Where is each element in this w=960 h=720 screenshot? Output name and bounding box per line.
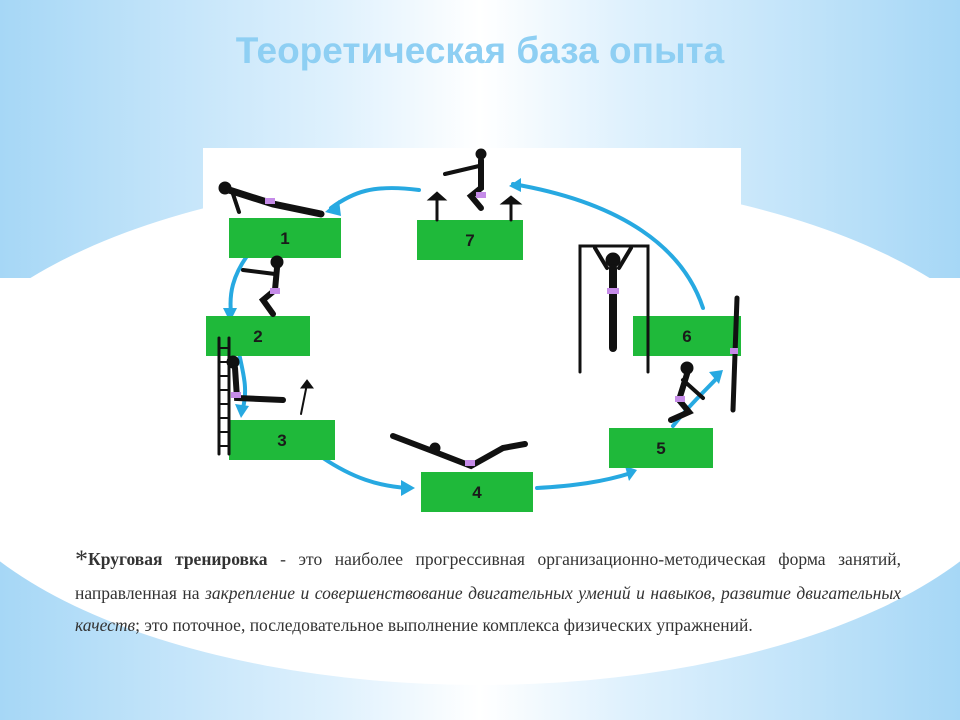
station-box-5	[609, 428, 713, 468]
paragraph-part-1: - это наиболее прогрессивная организацио…	[75, 549, 901, 603]
station-boxes	[206, 218, 741, 512]
station-label-6: 6	[682, 327, 691, 346]
circuit-training-diagram: 1 2 3 4 5 6 7	[203, 148, 741, 520]
athlete-pullup-figure	[578, 244, 650, 374]
athlete-pushup-figure	[218, 181, 325, 218]
athlete-box-jump-figure	[426, 148, 523, 222]
station-box-3	[229, 420, 335, 460]
definition-paragraph: *Круговая тренировка - это наиболее прог…	[75, 543, 901, 642]
athlete-squat-figure	[241, 255, 284, 317]
station-label-2: 2	[253, 327, 262, 346]
term-circuit-training: Круговая тренировка	[88, 549, 268, 569]
athlete-figures	[217, 148, 740, 470]
station-box-4	[421, 472, 533, 512]
athlete-jump-squat-figure	[668, 295, 740, 423]
station-label-3: 3	[277, 431, 286, 450]
page-title: Теоретическая база опыта	[235, 30, 725, 71]
station-box-1	[229, 218, 341, 258]
athlete-superman-figure	[390, 433, 528, 470]
station-label-7: 7	[465, 231, 474, 250]
station-box-6	[633, 316, 741, 356]
paragraph-part-2: ; это поточное, последовательное выполне…	[135, 615, 753, 635]
station-label-4: 4	[472, 483, 482, 502]
station-box-2	[206, 316, 310, 356]
station-box-7	[417, 220, 523, 260]
paragraph-italic-goals: закрепление и совершенствование двигател…	[75, 582, 902, 636]
athlete-wallbars-figure	[217, 336, 314, 456]
station-label-1: 1	[280, 229, 289, 248]
arrow-heads	[223, 178, 723, 496]
bullet-star: *	[75, 545, 88, 574]
station-label-5: 5	[656, 439, 665, 458]
station-labels: 1 2 3 4 5 6 7	[253, 229, 691, 502]
